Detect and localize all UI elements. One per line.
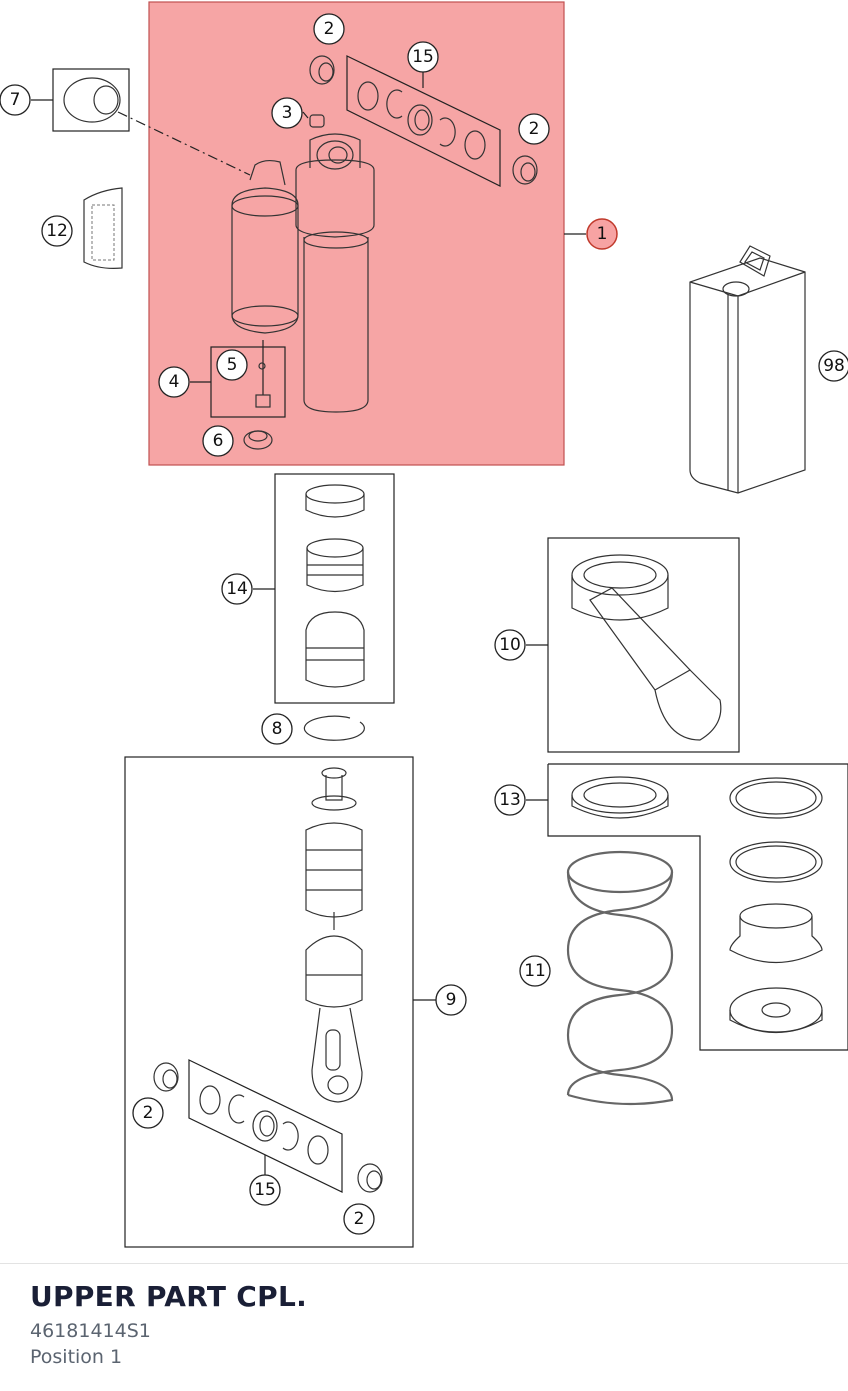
adjuster-part-10 bbox=[526, 537, 740, 753]
part-info-panel: UPPER PART CPL. 46181414S1 Position 1 bbox=[0, 1263, 848, 1391]
callout-98[interactable]: 98 bbox=[818, 350, 848, 382]
bushing-part-2-right bbox=[512, 155, 538, 185]
spring-seat-kit-part-13 bbox=[526, 763, 848, 1051]
seal-kit-15-bottom bbox=[188, 1059, 343, 1193]
svg-text:2: 2 bbox=[143, 1103, 154, 1123]
svg-text:3: 3 bbox=[282, 103, 293, 123]
coil-spring-part-11 bbox=[566, 850, 674, 1106]
callout-5[interactable]: 5 bbox=[216, 349, 248, 381]
cap-part-6 bbox=[243, 430, 273, 450]
callout-12[interactable]: 12 bbox=[41, 215, 73, 247]
damper-rod-part-9 bbox=[124, 756, 436, 1248]
svg-text:98: 98 bbox=[823, 356, 845, 376]
seal-kit-15-top bbox=[346, 55, 501, 187]
oil-can-part-98 bbox=[689, 245, 806, 494]
bushing-part-2-top bbox=[309, 55, 335, 85]
callout-10[interactable]: 10 bbox=[494, 629, 526, 661]
valve-part-3 bbox=[309, 114, 325, 128]
callout-7[interactable]: 7 bbox=[0, 84, 31, 116]
part-title: UPPER PART CPL. bbox=[30, 1280, 308, 1313]
svg-text:15: 15 bbox=[254, 1180, 276, 1200]
callout-2[interactable]: 2 bbox=[343, 1203, 375, 1235]
valve-group-4 bbox=[190, 340, 286, 418]
svg-text:11: 11 bbox=[524, 961, 546, 981]
bushing-part-2-bottom-right bbox=[357, 1163, 383, 1193]
callout-2[interactable]: 2 bbox=[518, 113, 550, 145]
svg-text:5: 5 bbox=[227, 355, 238, 375]
circlip-part-8 bbox=[303, 715, 365, 741]
callout-9[interactable]: 9 bbox=[435, 984, 467, 1016]
adjuster-part-7 bbox=[31, 68, 251, 176]
callout-15[interactable]: 15 bbox=[249, 1174, 281, 1206]
svg-text:9: 9 bbox=[446, 990, 457, 1010]
bushing-part-2-bottom-left bbox=[153, 1062, 179, 1092]
label-sticker-part-12 bbox=[83, 187, 123, 269]
callout-15[interactable]: 15 bbox=[407, 41, 439, 73]
part-number: 46181414S1 bbox=[30, 1320, 151, 1342]
callout-13[interactable]: 13 bbox=[494, 784, 526, 816]
callout-2[interactable]: 2 bbox=[132, 1097, 164, 1129]
callout-4[interactable]: 4 bbox=[158, 366, 190, 398]
svg-text:12: 12 bbox=[46, 221, 68, 241]
svg-text:14: 14 bbox=[226, 579, 248, 599]
callout-14[interactable]: 14 bbox=[221, 573, 253, 605]
callout-1[interactable]: 1 bbox=[586, 218, 618, 250]
svg-text:7: 7 bbox=[10, 90, 21, 110]
callout-11[interactable]: 11 bbox=[519, 955, 551, 987]
svg-text:1: 1 bbox=[597, 224, 608, 244]
svg-text:15: 15 bbox=[412, 47, 434, 67]
svg-text:10: 10 bbox=[499, 635, 521, 655]
svg-text:13: 13 bbox=[499, 790, 521, 810]
callout-8[interactable]: 8 bbox=[261, 713, 293, 745]
part-position: Position 1 bbox=[30, 1346, 123, 1368]
callout-6[interactable]: 6 bbox=[202, 425, 234, 457]
callout-2[interactable]: 2 bbox=[313, 13, 345, 45]
exploded-parts-diagram: 1 2 2 2 2 3 4 5 6 7 8 9 10 11 12 13 14 bbox=[0, 1, 848, 1248]
svg-text:4: 4 bbox=[169, 372, 180, 392]
kit-part-14 bbox=[253, 473, 395, 704]
leader-lines bbox=[302, 72, 586, 235]
svg-text:6: 6 bbox=[213, 431, 224, 451]
svg-text:2: 2 bbox=[529, 119, 540, 139]
callout-3[interactable]: 3 bbox=[271, 97, 303, 129]
svg-text:2: 2 bbox=[354, 1209, 365, 1229]
shock-absorber-body bbox=[231, 133, 375, 413]
svg-text:8: 8 bbox=[272, 719, 283, 739]
svg-text:2: 2 bbox=[324, 19, 335, 39]
